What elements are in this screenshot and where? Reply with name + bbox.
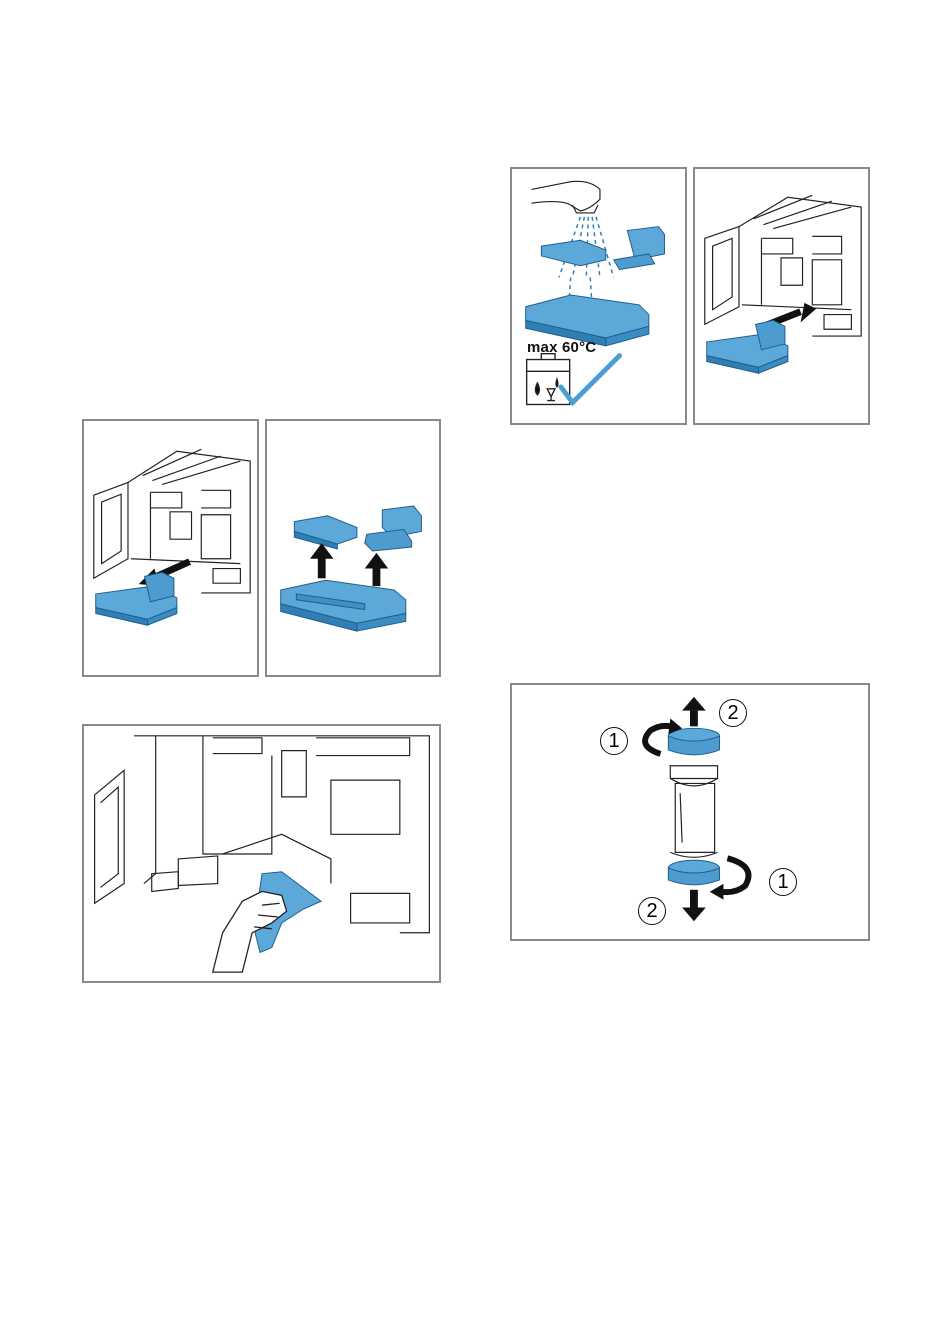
wipe-interior-figure	[82, 724, 441, 983]
step-1-top-marker: 1	[600, 727, 628, 755]
step-1-bottom-marker: 1	[769, 868, 797, 896]
insert-tray-figure	[693, 167, 870, 425]
wipe-interior-illustration	[84, 726, 439, 981]
machine-remove-tray-illustration	[84, 421, 257, 675]
container-lids-figure: 1 2 1 2	[510, 683, 870, 941]
step-2-top-marker: 2	[719, 699, 747, 727]
disassemble-tray-figure	[265, 419, 441, 677]
rinse-tray-figure: max 60°C	[510, 167, 687, 425]
rinse-tray-illustration	[512, 169, 685, 423]
machine-insert-tray-illustration	[695, 169, 868, 423]
tray-parts-illustration	[267, 421, 439, 675]
step-2-bottom-marker: 2	[638, 897, 666, 925]
remove-tray-figure	[82, 419, 259, 677]
container-lids-illustration	[512, 685, 868, 939]
max-temperature-label: max 60°C	[527, 339, 596, 356]
